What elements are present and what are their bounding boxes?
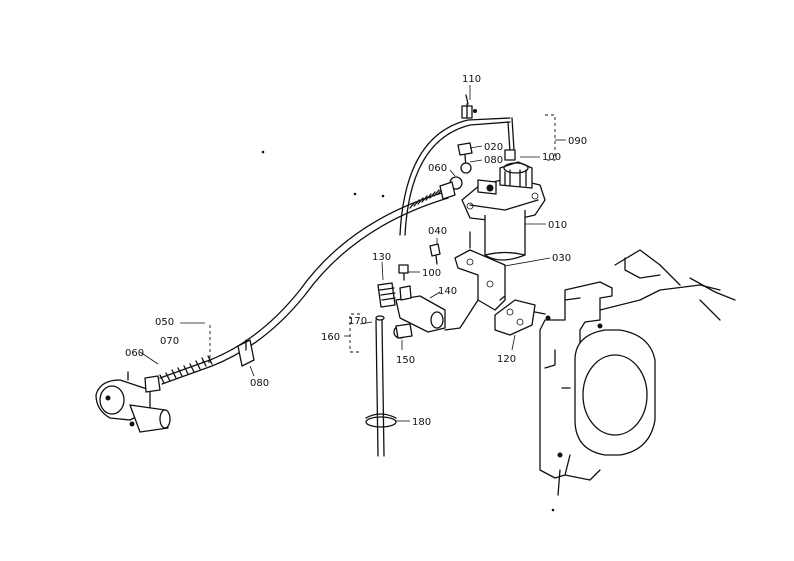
callout-080-top: 080 (484, 155, 503, 166)
shaft-160 (365, 315, 397, 457)
callout-090: 090 (568, 136, 587, 147)
callout-030: 030 (552, 253, 571, 264)
callout-060-top: 060 (428, 163, 447, 174)
engine-block (539, 249, 736, 496)
callout-170: 170 (348, 316, 367, 327)
bracket-120 (494, 295, 546, 336)
mounting-bracket-030 (444, 231, 506, 331)
callout-160: 160 (321, 332, 340, 343)
callout-120: 120 (497, 354, 516, 365)
callout-100-top: 100 (542, 152, 561, 163)
leader-lines (139, 85, 566, 422)
callout-110: 110 (462, 74, 481, 85)
callout-100-mid: 100 (422, 268, 441, 279)
callout-010: 010 (548, 220, 567, 231)
speck (551, 508, 555, 512)
callout-180: 180 (412, 417, 431, 428)
callout-060-left: 060 (125, 348, 144, 359)
callout-040: 040 (428, 226, 447, 237)
speck (381, 194, 385, 198)
hose-clamp-080 (237, 339, 255, 367)
callout-070: 070 (160, 336, 179, 347)
bolt-020 (449, 142, 473, 190)
speck (261, 150, 265, 154)
callout-020: 020 (484, 142, 503, 153)
callout-080-bottom: 080 (250, 378, 269, 389)
callout-050: 050 (155, 317, 174, 328)
callout-labels: 110 090 020 080 100 060 010 040 100 030 … (125, 74, 587, 428)
bolt-150 (395, 323, 413, 339)
fuel-line-main (159, 181, 456, 385)
injection-pump (95, 371, 171, 433)
fuel-cock-140 (377, 264, 446, 339)
callout-150: 150 (396, 355, 415, 366)
bolt-040 (429, 243, 441, 265)
fuel-filter-assembly (461, 161, 546, 261)
fuel-hose-upper (399, 94, 516, 236)
callout-130: 130 (372, 252, 391, 263)
callout-140: 140 (438, 286, 457, 297)
speck (353, 192, 357, 196)
